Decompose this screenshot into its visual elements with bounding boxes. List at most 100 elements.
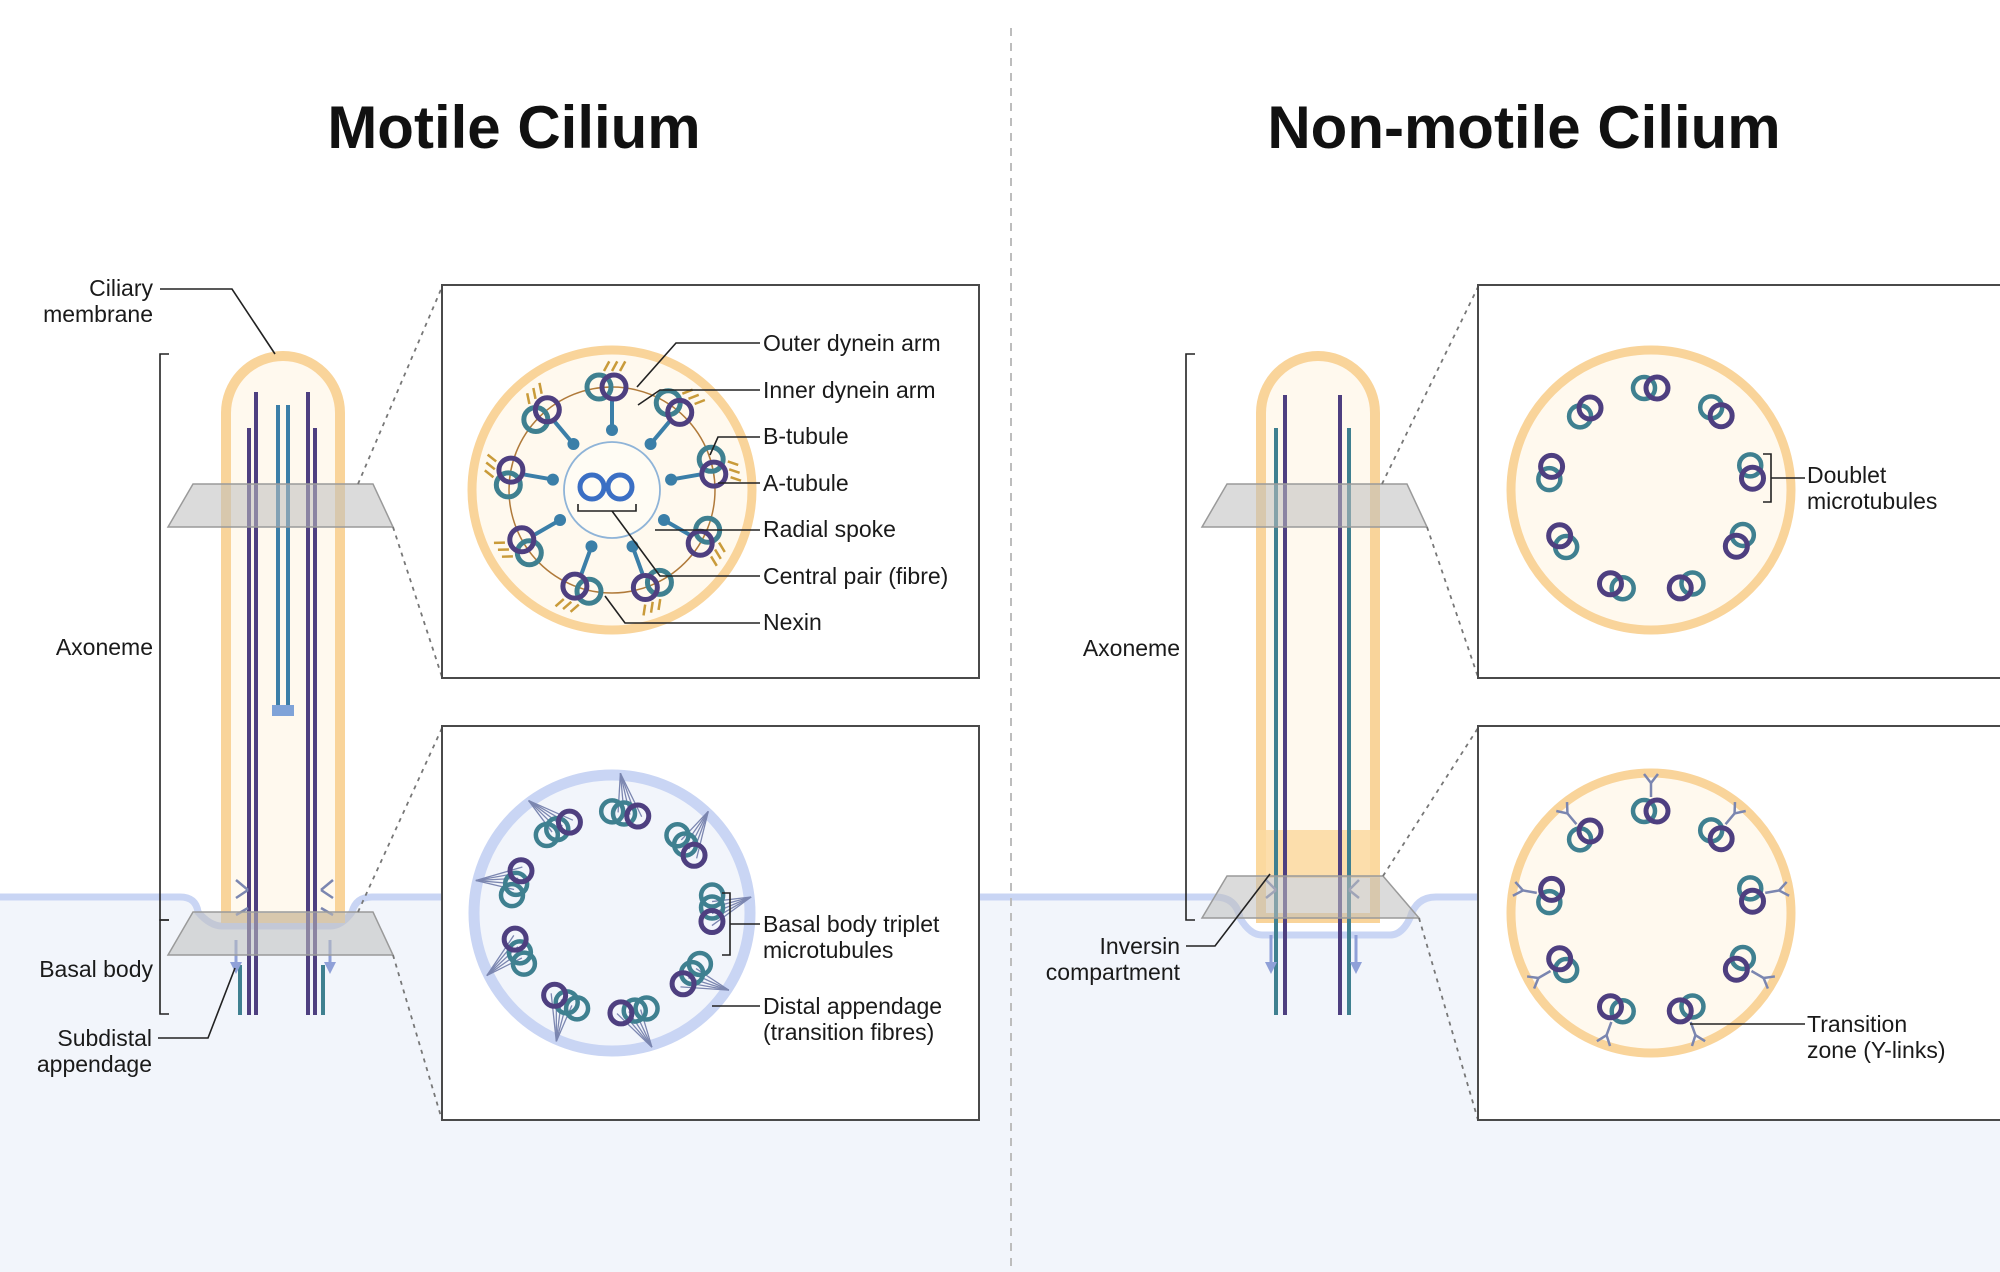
zoom-line-motile-upper-2: [392, 526, 443, 678]
y-link-stem: [1566, 812, 1578, 825]
y-link-arm: [1650, 773, 1659, 784]
nexin-leader: [604, 595, 760, 624]
dynein-arm: [730, 476, 742, 482]
zoom-line-nonmotile-upper-2: [1426, 526, 1479, 678]
dynein-arm: [717, 541, 726, 553]
a-tubule: [699, 459, 729, 489]
transition-zone-label-1: Transition: [1807, 1011, 1907, 1037]
y-link-stem: [1605, 1021, 1613, 1036]
inversin-label-2: compartment: [1046, 959, 1181, 985]
b-tubule: [1536, 888, 1563, 916]
y-link-arm: [1532, 977, 1540, 990]
a-tubule: [1576, 817, 1604, 845]
b-tubule-label: B-tubule: [763, 423, 849, 449]
triplet-a-tubule: [624, 802, 652, 830]
y-link-arm: [1778, 881, 1788, 892]
b-tubule: [574, 576, 604, 606]
triplet-b-tubule: [506, 939, 534, 966]
spoke-head: [657, 514, 670, 526]
nonmotile-title: Non-motile Cilium: [1267, 94, 1780, 161]
a-tubule: [1666, 997, 1694, 1025]
a-tubule: [1707, 825, 1735, 853]
y-link-arm: [1734, 809, 1746, 815]
a-tubule: [1596, 993, 1624, 1021]
dynein-arm: [569, 603, 580, 613]
triplet-c-tubule: [698, 882, 726, 909]
a-tubule-label: A-tubule: [763, 470, 849, 496]
triplet-c-tubule: [633, 995, 660, 1022]
distal-appendage-fibre: [619, 772, 643, 818]
a-tubule: [1738, 464, 1766, 492]
y-link-stem: [1522, 889, 1537, 895]
central-pair-leader: [611, 510, 760, 577]
a-tubule: [630, 572, 660, 602]
spoke-head: [554, 514, 567, 526]
a-tubule: [599, 372, 629, 402]
ciliary-membrane-label: Ciliary: [89, 275, 153, 301]
distal-appendage-fibre: [711, 896, 752, 927]
a-tubule: [1666, 574, 1694, 602]
a-tubule: [1707, 402, 1735, 430]
dynein-arm: [525, 392, 531, 405]
a-tubule: [1643, 797, 1671, 825]
triplet-b-tubule: [621, 997, 648, 1024]
b-tubule: [1736, 875, 1764, 902]
dynein-arm: [602, 360, 611, 372]
dynein-arm: [657, 598, 662, 611]
triplet-a-tubule: [541, 981, 569, 1009]
dynein-arm: [727, 460, 739, 467]
nonmotile-axoneme-membrane: [1506, 345, 1796, 635]
a-tubule: [1722, 955, 1750, 983]
triplet-a-tubule: [607, 999, 635, 1027]
a-tubule: [685, 528, 715, 558]
subdistal-label-2: appendage: [37, 1051, 152, 1077]
y-link-arm: [1778, 889, 1790, 897]
dynein-arm: [554, 598, 565, 608]
outer-dynein-leader: [636, 342, 760, 388]
y-link-stem: [1750, 969, 1765, 980]
dynein-arm: [709, 555, 718, 567]
triplet-a-tubule: [555, 808, 583, 836]
y-link-arm: [1556, 809, 1568, 815]
dynein-arm: [486, 453, 497, 463]
triplet-a-tubule: [507, 857, 535, 885]
b-tubule: [1609, 574, 1636, 602]
a-tubule: [1643, 374, 1671, 402]
doublet-label-2: microtubules: [1807, 488, 1937, 514]
transition-zone-membrane: [1506, 768, 1796, 1058]
a-tubule: [507, 525, 537, 555]
ciliary-membrane-leader: [160, 288, 276, 355]
doublet-label-1: Doublet: [1807, 462, 1887, 488]
distal-appendage-label-1: Distal appendage: [763, 993, 942, 1019]
y-link-arm: [1596, 1034, 1608, 1043]
y-link-arm: [1690, 1034, 1697, 1047]
b-tubule: [1630, 797, 1658, 825]
motile-upper-section-plane: [166, 483, 395, 528]
transition-zone-label-2: zone (Y-links): [1807, 1037, 1945, 1063]
distal-appendage-fibre: [695, 811, 709, 859]
a-tubule: [665, 397, 695, 427]
a-tubule: [560, 571, 590, 601]
y-link-stem: [1537, 969, 1552, 980]
dynein-arm: [713, 548, 722, 560]
motile-lower-labels: Basal body triplet microtubules Distal a…: [712, 892, 942, 1045]
axoneme-bracket-right: [1185, 353, 1195, 921]
y-link-arm: [1643, 773, 1652, 784]
spoke-head: [665, 473, 678, 486]
b-tubule: [1736, 452, 1764, 479]
a-tubule: [496, 455, 526, 485]
axoneme-bracket-left: [159, 353, 169, 921]
central-pair: [577, 472, 635, 502]
distal-appendage-fibre: [550, 993, 557, 1042]
dynein-arm: [485, 461, 496, 471]
a-tubule: [1546, 945, 1574, 973]
nexin-label: Nexin: [763, 609, 822, 635]
distal-appendage-fibre: [680, 986, 729, 991]
b-tubule: [493, 470, 523, 500]
central-pair-label: Central pair (fibre): [763, 563, 948, 589]
dynein-arm: [610, 360, 619, 372]
nonmotile-cilium: [1200, 351, 1429, 1015]
dynein-arm: [694, 398, 706, 406]
spoke-head: [567, 438, 580, 451]
triplet-c-tubule: [598, 798, 626, 825]
